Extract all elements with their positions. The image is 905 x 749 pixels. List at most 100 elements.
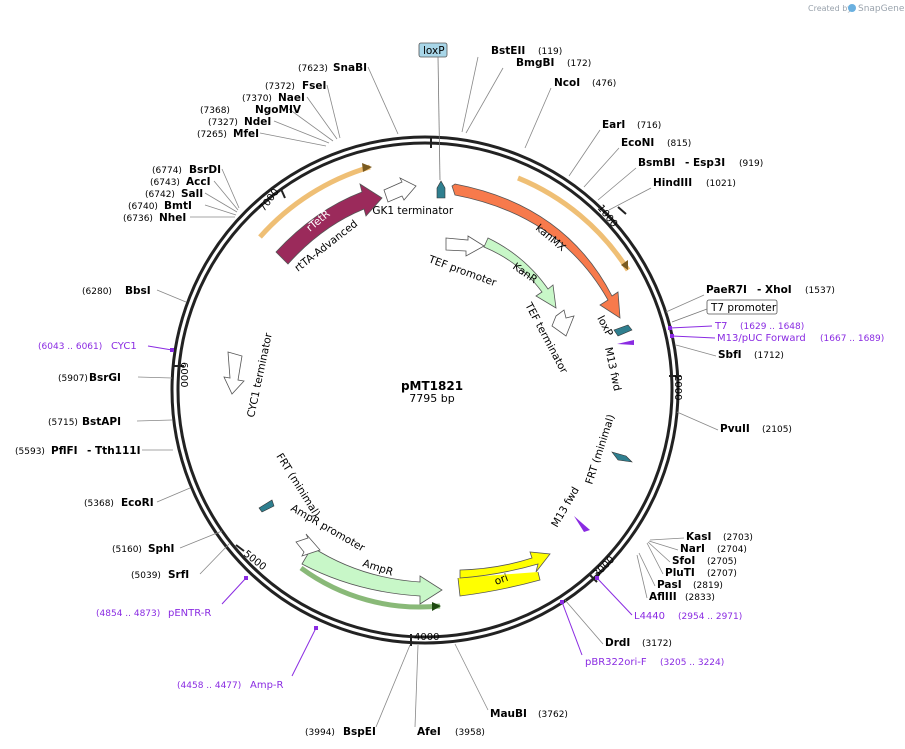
site-leader: [648, 540, 679, 551]
site-fsei: FseI(7372): [265, 80, 341, 139]
site-position: (6774): [152, 166, 182, 176]
site-name: PflFI: [51, 445, 78, 457]
site-leader: [461, 56, 479, 133]
site-bmti: BmtI(6740): [128, 200, 237, 216]
rtetr-feature: [275, 183, 383, 265]
primer-marker: [170, 348, 174, 352]
site-leader: [156, 487, 191, 503]
m13fwd-lower-label: M13 fwd: [549, 485, 582, 530]
tef-terminator-feature: [551, 309, 575, 337]
site-leader: [636, 554, 648, 599]
loxp-right-feature: [613, 324, 633, 337]
site-position: (119): [538, 47, 562, 57]
site-leader: [213, 180, 239, 211]
site-leader: [676, 411, 719, 431]
site-leader: [524, 87, 552, 149]
primer-name: pENTR-R: [168, 608, 211, 619]
site-nari: NarI(2704): [648, 540, 747, 555]
orf-arc-ampr-head: [432, 602, 441, 611]
site-position: (2704): [717, 545, 747, 555]
site-leader: [675, 344, 717, 357]
site-leader: [259, 132, 327, 147]
site-leader: [597, 167, 637, 201]
site-position: (1712): [754, 351, 784, 361]
site-position: (172): [567, 59, 591, 69]
site-snabi: SnaBI(7623): [298, 62, 399, 135]
site-leader: [564, 599, 604, 645]
backbone-outer: [170, 135, 680, 645]
site-name: KasI: [686, 531, 711, 543]
tick-label-4000: 4000: [414, 632, 439, 643]
primer-name: L4440: [634, 611, 665, 622]
primer-range: (6043 .. 6061): [38, 342, 102, 352]
site-name: FseI: [302, 80, 326, 92]
t7-promoter-leader: [671, 308, 708, 323]
site-name: NaeI: [278, 92, 305, 104]
site-name: PaeR7I: [706, 284, 747, 296]
site-name: SalI: [181, 188, 203, 200]
site-position: (5039): [131, 571, 161, 581]
orf-arcs: [258, 163, 631, 611]
tick-5000: [235, 544, 245, 552]
site-position: (7265): [197, 130, 227, 140]
site-position: (716): [637, 121, 661, 131]
cyc1-terminator-label: CYC1 terminator: [245, 331, 275, 418]
site-position: (5160): [112, 545, 142, 555]
site-name: SphI: [148, 543, 174, 555]
site-name: AflIII: [649, 591, 677, 603]
site-drdi: DrdI(3172): [564, 599, 672, 649]
site-leader: [367, 66, 399, 135]
primer-leader: [561, 601, 583, 656]
kanmx-feature: [451, 183, 621, 319]
site-name: EcoNI: [621, 137, 654, 149]
primer-name: CYC1: [111, 341, 137, 352]
site-leader: [454, 643, 489, 711]
site-leader: [583, 147, 620, 188]
primer-marker: [314, 626, 318, 630]
site-bsrgi: BsrGI(5907): [58, 372, 173, 384]
m13fwd-lower-feature: [574, 516, 590, 532]
primer-range: (1629 .. 1648): [740, 322, 804, 332]
primer-leader: [291, 627, 317, 677]
t7-promoter-box-label: T7 promoter: [710, 302, 777, 314]
site-pflfi: PflFI- Tth111I(5593): [15, 445, 173, 457]
site-leader: [646, 542, 664, 575]
orf-arc-rtta: [258, 164, 371, 239]
tick-1000: [617, 206, 627, 215]
orf-arc-ampr: [299, 565, 441, 610]
site-leader: [326, 84, 341, 139]
orf-arc-kanmx-head: [621, 260, 628, 270]
primer-leader: [669, 325, 713, 329]
site-position: (7327): [208, 118, 238, 128]
site-bsteii: BstEII(119): [461, 45, 562, 133]
site-leader: [179, 530, 223, 549]
primer-m13-puc-forward: M13/pUC Forward(1667 .. 1689): [670, 333, 884, 344]
primer-amp-r: Amp-R(4458 .. 4477): [177, 626, 318, 691]
site-name: NheI: [159, 212, 186, 224]
site-leader: [568, 129, 601, 177]
tick-3000: [588, 573, 598, 583]
site-sphi: SphI (5160): [112, 530, 223, 555]
site-leader: [375, 644, 411, 728]
site-name: SfoI: [672, 555, 695, 567]
site-maubi: MauBI(3762): [454, 643, 568, 720]
site-nhei: NheI(6736): [123, 212, 235, 224]
site-name: AccI: [186, 176, 210, 188]
site-name: NdeI: [244, 116, 271, 128]
backbone: [170, 135, 680, 645]
t7-promoter-box: T7 promoter: [671, 299, 778, 323]
site-sali: SalI (6742): [145, 188, 238, 213]
site-position: (6742): [145, 190, 175, 200]
primer-range: (4854 .. 4873): [96, 609, 160, 619]
site-position: (6743): [150, 178, 180, 188]
kanr-feature: [483, 237, 557, 309]
site-name: EcoRI: [121, 497, 154, 509]
site-leader: [288, 108, 334, 142]
frt-left-feature: [258, 499, 275, 513]
site-leader: [608, 187, 652, 211]
site-pasi: PasI(2819): [638, 552, 723, 591]
site-leader: [199, 542, 231, 575]
site-name: SrfI: [168, 569, 189, 581]
site-position: (1021): [706, 179, 736, 189]
backbone-inner: [176, 141, 674, 639]
